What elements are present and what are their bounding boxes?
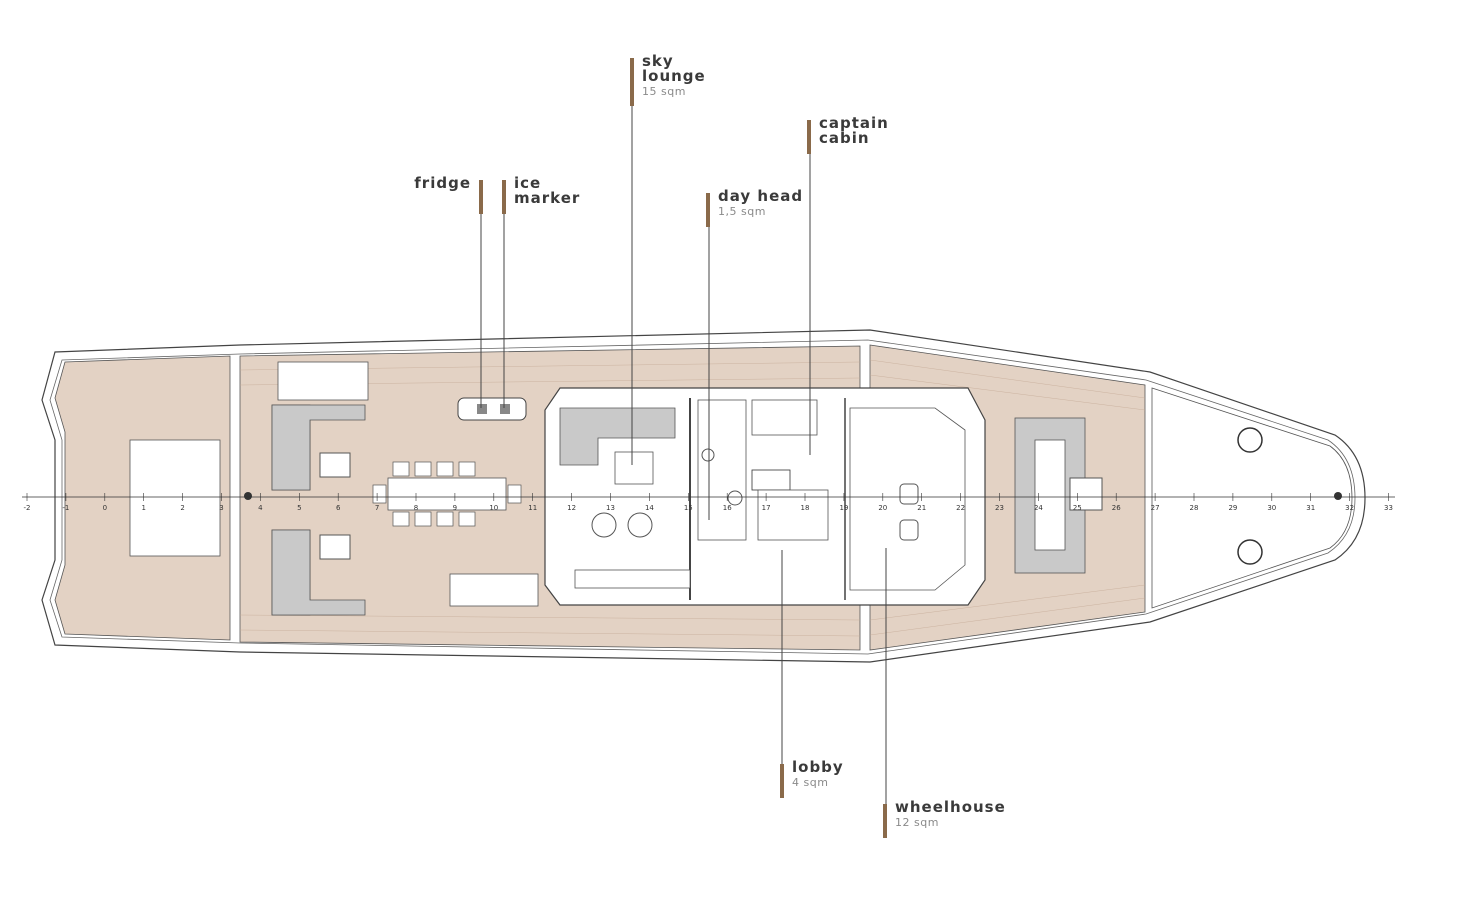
frame-number: 26 xyxy=(1112,504,1121,512)
dining-table xyxy=(387,477,507,511)
aft-sofa-back-port xyxy=(271,404,366,491)
label-title-line2: lounge xyxy=(642,67,706,85)
ice-unit xyxy=(500,404,510,414)
label-title: fridge xyxy=(414,174,471,192)
side-table-2 xyxy=(319,534,351,560)
label-title-line2: marker xyxy=(514,189,581,207)
frame-number: 19 xyxy=(839,504,848,512)
stairs-aft-lower xyxy=(449,573,539,607)
frame-number: 14 xyxy=(645,504,654,512)
teak-planks xyxy=(239,359,1146,637)
foredeck-table xyxy=(1034,439,1066,551)
frame-number: -2 xyxy=(24,504,31,512)
label-title: lobby xyxy=(792,758,844,776)
aft-platform xyxy=(129,439,221,557)
label-title: day head xyxy=(718,187,804,205)
frame-number: 24 xyxy=(1034,504,1043,512)
label-bar xyxy=(706,193,710,227)
side-table-1 xyxy=(319,452,351,478)
windlass-stbd xyxy=(1237,539,1263,565)
windlass-port xyxy=(1237,427,1263,453)
fridge-unit xyxy=(477,404,487,414)
frame-number: 5 xyxy=(297,504,301,512)
frame-number: -1 xyxy=(62,504,69,512)
frame-number: 6 xyxy=(336,504,341,512)
label-bar xyxy=(883,804,887,838)
dining-chairs xyxy=(372,461,522,527)
label-bar xyxy=(479,180,483,214)
day-head-room xyxy=(697,399,747,541)
frame-number: 10 xyxy=(489,504,498,512)
frame-number: 7 xyxy=(375,504,379,512)
frame-number: 13 xyxy=(606,504,615,512)
frame-number: 8 xyxy=(414,504,418,512)
lounge-table xyxy=(614,451,654,485)
frame-number: 15 xyxy=(684,504,693,512)
armchair-2 xyxy=(627,512,653,538)
frame-number: 23 xyxy=(995,504,1004,512)
captain-bed xyxy=(751,399,818,436)
frame-number: 33 xyxy=(1384,504,1393,512)
label-area: 12 sqm xyxy=(895,816,939,829)
frame-number: 28 xyxy=(1190,504,1199,512)
label-area: 4 sqm xyxy=(792,776,829,789)
frame-number: 2 xyxy=(180,504,184,512)
frame-number: 1 xyxy=(141,504,145,512)
label-title-line2: cabin xyxy=(819,129,870,147)
foredeck-cushion xyxy=(1069,477,1103,511)
armchair-1 xyxy=(591,512,617,538)
frame-number: 0 xyxy=(103,504,107,512)
label-bar xyxy=(630,58,634,106)
frame-number: 18 xyxy=(801,504,810,512)
lobby-stairs xyxy=(757,489,829,541)
frame-number: 3 xyxy=(219,504,223,512)
aft-mooring xyxy=(244,492,252,500)
bow-area xyxy=(1151,387,1353,609)
label-title-line1: ice xyxy=(514,174,542,192)
frame-number: 29 xyxy=(1228,504,1237,512)
label-title-line1: captain xyxy=(819,114,889,132)
frame-number: 9 xyxy=(453,504,457,512)
frame-number: 17 xyxy=(762,504,771,512)
frame-number: 12 xyxy=(567,504,576,512)
frame-number: 21 xyxy=(917,504,926,512)
toilet xyxy=(701,448,715,462)
hull-inner xyxy=(49,339,1356,655)
label-area: 15 sqm xyxy=(642,85,686,98)
label-bar xyxy=(502,180,506,214)
frame-number: 20 xyxy=(878,504,887,512)
label-title: wheelhouse xyxy=(895,798,1006,816)
frame-number: 11 xyxy=(528,504,537,512)
stairs-aft-upper xyxy=(277,361,369,401)
frame-number: 30 xyxy=(1267,504,1276,512)
frame-number: 25 xyxy=(1073,504,1082,512)
bar-unit xyxy=(457,397,527,421)
frame-number: 31 xyxy=(1306,504,1315,512)
frame-number: 32 xyxy=(1345,504,1354,512)
frame-number: 27 xyxy=(1151,504,1160,512)
bow-anchor xyxy=(1334,492,1342,500)
label-bar xyxy=(780,764,784,798)
helm-seat-2 xyxy=(899,519,919,541)
lounge-sideboard xyxy=(574,569,691,589)
aft-sofa-back-stbd xyxy=(271,529,366,616)
frame-number: 4 xyxy=(258,504,263,512)
label-title-line1: sky xyxy=(642,52,674,70)
frame-number: 22 xyxy=(956,504,965,512)
label-area: 1,5 sqm xyxy=(718,205,766,218)
frame-number: 16 xyxy=(723,504,732,512)
label-bar xyxy=(807,120,811,154)
helm-seat-1 xyxy=(899,483,919,505)
basin xyxy=(727,490,743,506)
lounge-sofa xyxy=(559,407,676,466)
